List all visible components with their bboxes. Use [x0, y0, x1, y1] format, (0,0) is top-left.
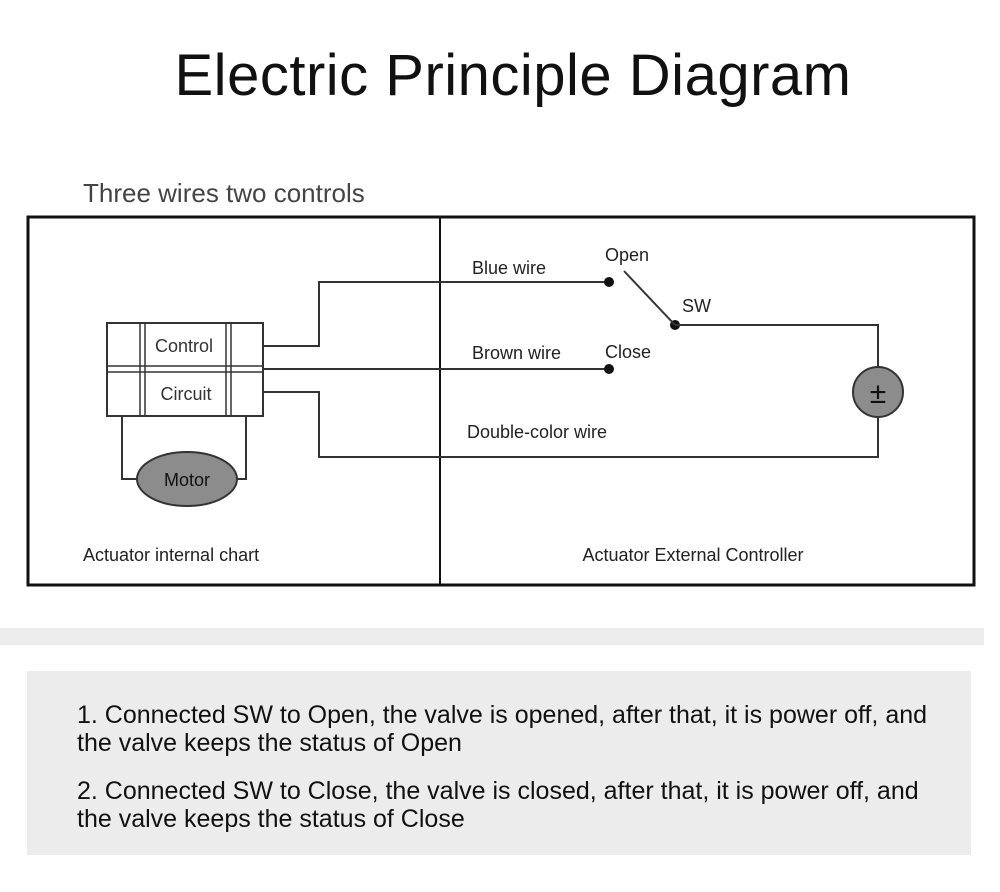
- diagram-subtitle: Three wires two controls: [83, 178, 365, 208]
- page-title: Electric Principle Diagram: [174, 43, 852, 108]
- close-terminal: [604, 364, 614, 374]
- open-terminal: [604, 277, 614, 287]
- switch-to-power-wire: [675, 324, 879, 366]
- blue-wire: [263, 281, 609, 347]
- power-source: ±: [852, 366, 904, 418]
- note-close: 2. Connected SW to Close, the valve is c…: [77, 777, 919, 833]
- control-label: Control: [155, 336, 213, 356]
- motor-label: Motor: [164, 470, 210, 490]
- notes-panel: 1. Connected SW to Open, the valve is op…: [27, 671, 971, 855]
- close-label: Close: [605, 342, 651, 362]
- controller-section-label: Actuator External Controller: [582, 545, 803, 565]
- switch-label: SW: [682, 296, 711, 316]
- double-color-wire: [263, 391, 879, 458]
- note-open: 1. Connected SW to Open, the valve is op…: [77, 701, 928, 757]
- diagram-frame: [26, 215, 976, 587]
- blue-wire-label: Blue wire: [472, 258, 546, 278]
- motor: Motor: [121, 416, 247, 507]
- open-label: Open: [605, 245, 649, 265]
- actuator-block: Control Circuit: [106, 322, 264, 417]
- switch-arm: [623, 270, 676, 326]
- actuator-section-label: Actuator internal chart: [83, 545, 259, 565]
- double-color-wire-label: Double-color wire: [467, 422, 607, 442]
- circuit-label: Circuit: [160, 384, 211, 404]
- separator-band: [0, 628, 984, 645]
- brown-wire-label: Brown wire: [472, 343, 561, 363]
- wiring-diagram: Control Circuit Motor ± Blue wire Open S…: [26, 215, 976, 587]
- power-symbol: ±: [870, 377, 886, 410]
